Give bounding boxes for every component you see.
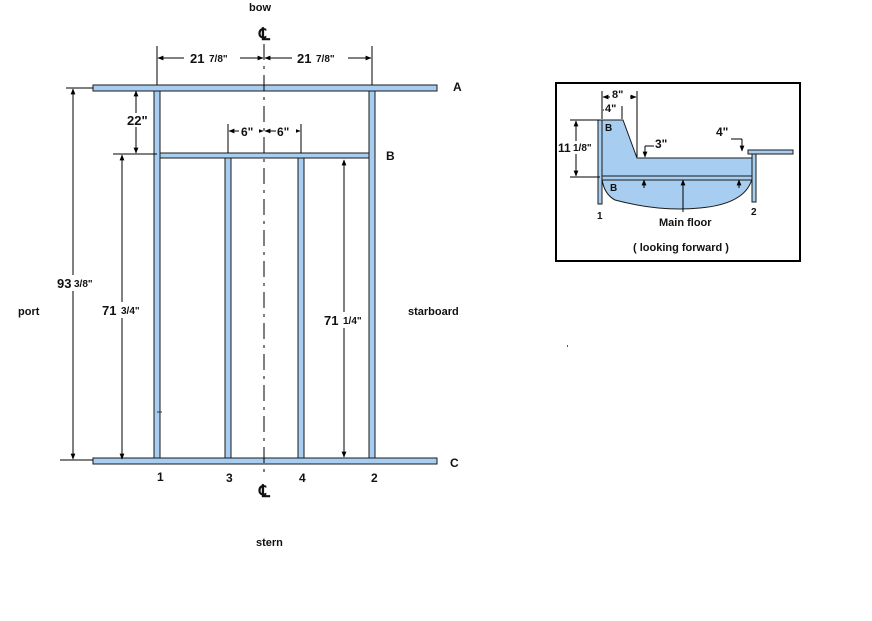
frame-c-label: C bbox=[450, 456, 459, 470]
looking-forward-label: ( looking forward ) bbox=[633, 242, 729, 254]
dim-left-long-whole: 71 bbox=[102, 303, 116, 318]
sec-dim-3: 3" bbox=[655, 137, 667, 151]
dim-overall-frac: 3/8" bbox=[74, 279, 93, 290]
section-post-2 bbox=[751, 151, 757, 203]
stern-label: stern bbox=[256, 537, 283, 549]
sec-dim-4-top: 4" bbox=[605, 103, 616, 115]
sec-dim-4-right: 4" bbox=[716, 125, 728, 139]
dim-right-half-frac: 7/8" bbox=[316, 54, 335, 65]
frame-a-member bbox=[92, 84, 438, 92]
hull-bottom bbox=[601, 178, 753, 210]
sec-label-1: 1 bbox=[597, 211, 603, 222]
stringer-1-member bbox=[153, 90, 161, 459]
dim-a-to-b: 22" bbox=[127, 113, 148, 128]
sec-label-2: 2 bbox=[751, 207, 757, 218]
dim-left-6: 6" bbox=[241, 125, 253, 139]
stringer-3-member bbox=[224, 157, 232, 459]
frame-b-label: B bbox=[386, 149, 395, 163]
frame-a-label: A bbox=[453, 80, 462, 94]
dim-overall-whole: 93 bbox=[57, 276, 71, 291]
bow-label: bow bbox=[249, 2, 271, 14]
dim-right-long-whole: 71 bbox=[324, 313, 338, 328]
dim-right-long-frac: 1/4" bbox=[343, 316, 362, 327]
plan-view: 21 7/8" 21 7/8" 6" 6" 93 3/8" 22" 71 3/4… bbox=[18, 2, 462, 549]
main-floor-label: Main floor bbox=[659, 217, 712, 229]
stringer-2-member bbox=[368, 90, 376, 459]
dim-left-half-whole: 21 bbox=[190, 51, 204, 66]
floor-strip bbox=[597, 175, 754, 181]
stray-dot bbox=[567, 345, 568, 347]
dim-right-half-whole: 21 bbox=[297, 51, 311, 66]
dim-left-long-frac: 3/4" bbox=[121, 306, 140, 317]
frame-c-member bbox=[92, 457, 438, 465]
centerline-bottom-symbol: ℄ bbox=[258, 482, 271, 501]
sec-label-b-upper: B bbox=[605, 123, 612, 134]
stringer-2-label: 2 bbox=[371, 471, 378, 485]
stringer-4-member bbox=[297, 157, 305, 459]
stringer-3-label: 3 bbox=[226, 471, 233, 485]
dim-right-6: 6" bbox=[277, 125, 289, 139]
stringer-4-label: 4 bbox=[299, 471, 306, 485]
section-post-1 bbox=[597, 119, 603, 205]
sec-dim-height-whole: 11 bbox=[558, 141, 571, 155]
centerline-top-symbol: ℄ bbox=[258, 25, 271, 44]
sec-dim-height-frac: 1/8" bbox=[573, 143, 592, 154]
section-view: 8" 4" 11 1/8" 3" 4" B B 1 2 Main floor (… bbox=[555, 82, 801, 262]
frame-b-member bbox=[157, 152, 371, 159]
sec-label-b-lower: B bbox=[610, 183, 617, 194]
dim-left-half-frac: 7/8" bbox=[209, 54, 228, 65]
sec-dim-8: 8" bbox=[612, 89, 623, 101]
stringer-1-label: 1 bbox=[157, 470, 164, 484]
starboard-label: starboard bbox=[408, 306, 459, 318]
side-deck-shelf bbox=[747, 149, 794, 155]
port-label: port bbox=[18, 306, 40, 318]
